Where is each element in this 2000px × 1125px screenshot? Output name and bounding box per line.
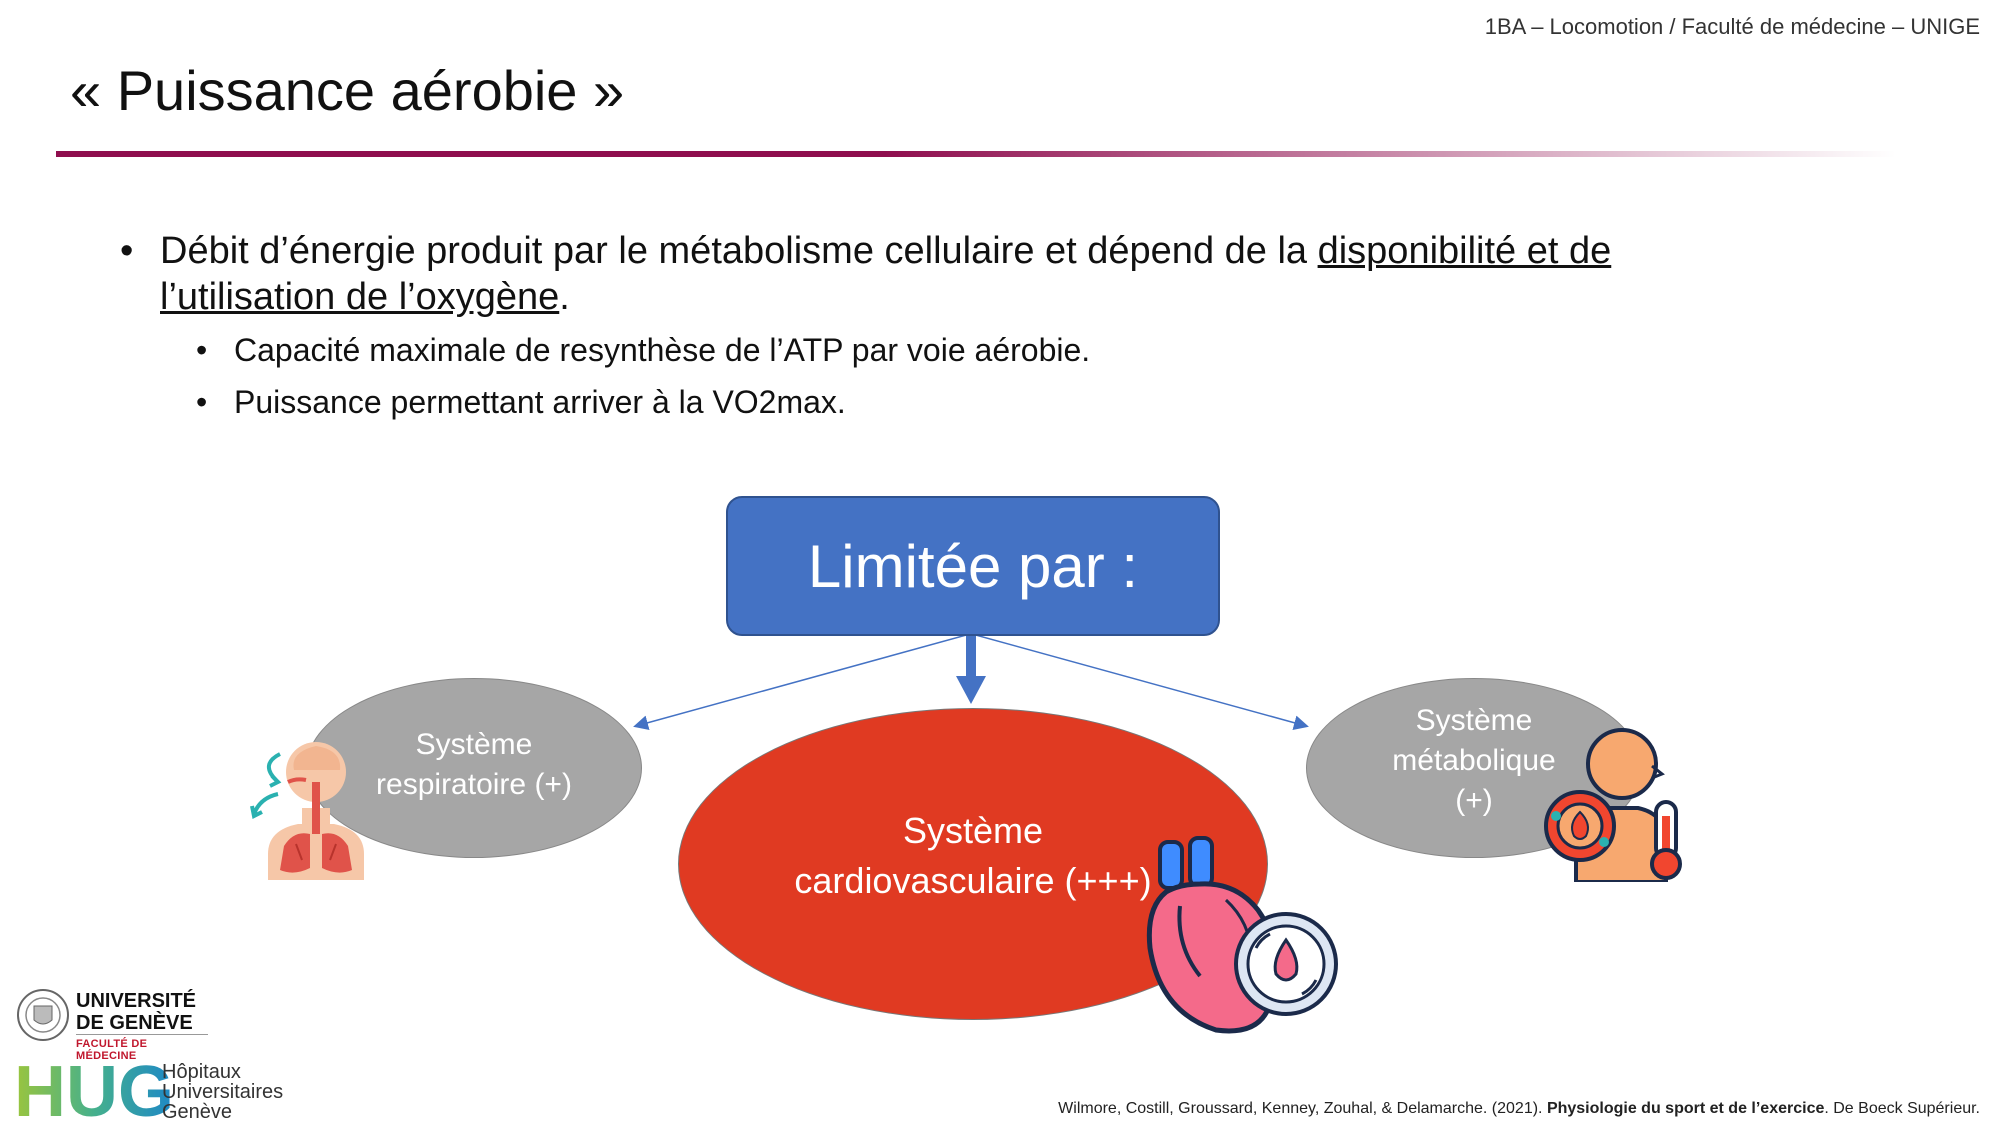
unige-rule xyxy=(76,1034,208,1035)
hug-name-line1: Hôpitaux xyxy=(162,1061,241,1083)
arrow-to-cardio-shaft xyxy=(966,634,976,678)
respiratory-line2: respiratoire (+) xyxy=(376,768,572,801)
hug-logo: HUG xyxy=(14,1058,174,1122)
citation-book: Physiologie du sport et de l’exercice xyxy=(1546,1100,1825,1117)
bullet-sub-1-text: Capacité maximale de resynthèse de l’ATP… xyxy=(234,332,1091,368)
title-divider xyxy=(56,151,1896,157)
bullet-sub-1: • Capacité maximale de resynthèse de l’A… xyxy=(120,330,1720,370)
unige-seal-icon xyxy=(17,989,69,1041)
unige-faculty: FACULTÉ DE MÉDECINE xyxy=(76,1038,148,1062)
bullet-main-underlined: disponibilité et de l’utilisation de l’o… xyxy=(160,230,1612,318)
slide-title: « Puissance aérobie » xyxy=(70,59,625,122)
metabolic-line1: Système xyxy=(1415,704,1533,737)
bullet-main: • Débit d’énergie produit par le métabol… xyxy=(120,228,1720,320)
bullet-glyph: • xyxy=(196,332,208,368)
citation-publisher: . De Boeck Supérieur. xyxy=(1824,1100,1980,1117)
citation-authors: Wilmore, Costill, Groussard, Kenney, Zou… xyxy=(1058,1100,1547,1117)
unige-name-line1: UNIVERSITÉ xyxy=(76,990,197,1012)
metabolic-line3: (+) xyxy=(1455,784,1493,817)
metabolic-system-ellipse: Système métabolique (+) xyxy=(1306,678,1642,858)
bullet-glyph: • xyxy=(196,384,208,420)
bullet-sub-2: • Puissance permettant arriver à la VO2m… xyxy=(120,382,1720,422)
bullet-main-prefix: Débit d’énergie produit par le métabolis… xyxy=(160,230,1318,272)
arrow-to-respiratory xyxy=(633,633,971,731)
bullet-main-text: Débit d’énergie produit par le métabolis… xyxy=(160,228,1720,320)
heart-blood-icon xyxy=(1146,836,1338,1034)
cardio-line2: cardiovasculaire (+++) xyxy=(794,860,1152,901)
bullet-list: • Débit d’énergie produit par le métabol… xyxy=(120,228,1720,422)
bullet-main-suffix: . xyxy=(559,276,570,318)
metabolic-line2: métabolique xyxy=(1392,744,1556,777)
cardio-line1: Système xyxy=(902,810,1044,851)
citation: Wilmore, Costill, Groussard, Kenney, Zou… xyxy=(1058,1100,1980,1118)
unige-logo: UNIVERSITÉ DE GENÈVE FACULTÉ DE MÉDECINE xyxy=(16,986,208,1062)
arrow-to-metabolic xyxy=(971,633,1309,731)
respiratory-line1: Système xyxy=(415,728,533,761)
bullet-sub-2-text: Puissance permettant arriver à la VO2max… xyxy=(234,384,846,420)
hug-name: Hôpitaux Universitaires Genève xyxy=(162,1062,283,1122)
course-header: 1BA – Locomotion / Faculté de médecine –… xyxy=(1484,14,1980,39)
respiratory-system-ellipse: Système respiratoire (+) xyxy=(306,678,642,858)
hug-name-line2: Universitaires xyxy=(162,1081,284,1103)
bullet-glyph: • xyxy=(120,230,134,272)
unige-name-line2: DE GENÈVE xyxy=(76,1012,193,1034)
lungs-breathing-icon xyxy=(250,742,364,880)
hug-name-line3: Genève xyxy=(162,1101,233,1123)
person-fever-icon xyxy=(1544,728,1682,882)
hug-letters: HUG xyxy=(14,1058,174,1122)
limited-by-box: Limitée par : xyxy=(726,496,1220,636)
arrow-to-cardio-head xyxy=(956,676,986,704)
